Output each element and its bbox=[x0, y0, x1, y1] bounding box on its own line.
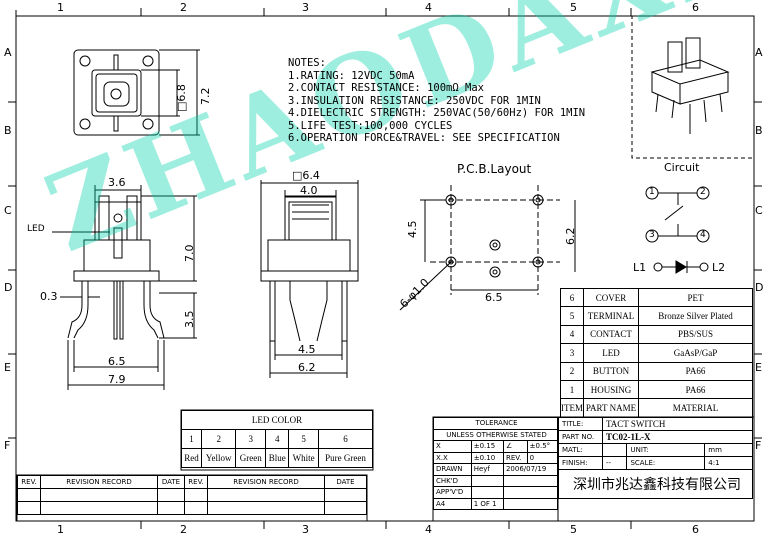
led-callout: LED bbox=[27, 224, 45, 234]
dim-top-outer: 7.2 bbox=[199, 87, 212, 106]
grid-row-c-right: C bbox=[755, 204, 763, 217]
grid-col-3-bottom: 3 bbox=[302, 523, 309, 536]
pcb-title: P.C.B.Layout bbox=[457, 162, 532, 176]
pcb-dim-v1: 4.5 bbox=[406, 220, 419, 239]
tolerance-table: TOLERANCE UNLESS OTHERWISE STATED X±0.15… bbox=[433, 417, 559, 510]
grid-row-f-right: F bbox=[755, 439, 762, 452]
note-line: 2.CONTACT RESISTANCE: 100mΩ Max bbox=[288, 82, 484, 94]
note-line: 6.OPERATION FORCE&TRAVEL: SEE SPECIFICAT… bbox=[288, 132, 560, 144]
top-view bbox=[73, 49, 200, 136]
title-block: TITLE:TACT SWITCH PART NO.TC02-1L-X MATL… bbox=[558, 417, 753, 499]
pcb-layout bbox=[399, 185, 576, 311]
circuit-pin-3: 3 bbox=[649, 230, 655, 240]
grid-row-c: C bbox=[4, 204, 12, 217]
circuit-pin-1: 1 bbox=[649, 187, 655, 197]
side-view bbox=[260, 180, 359, 378]
dim-front-width-top: 3.6 bbox=[108, 176, 126, 189]
dim-side-w2: 4.5 bbox=[298, 343, 316, 356]
dim-front-w1: 6.5 bbox=[108, 355, 126, 368]
dim-side-top: □6.4 bbox=[292, 169, 320, 182]
grid-row-e: E bbox=[4, 361, 11, 374]
dim-front-w2: 7.9 bbox=[108, 373, 126, 386]
circuit-pin-4: 4 bbox=[700, 230, 706, 240]
notes-title: NOTES: bbox=[288, 57, 326, 69]
dim-front-pin-length: 3.5 bbox=[183, 310, 196, 329]
note-line: 4.DIELECTRIC STRENGTH: 250VAC(50/60Hz) F… bbox=[288, 107, 586, 119]
dim-side-w3: 6.2 bbox=[298, 361, 316, 374]
grid-row-b-right: B bbox=[755, 124, 763, 137]
circuit-l2: L2 bbox=[712, 261, 726, 274]
front-view bbox=[52, 185, 197, 390]
grid-col-5-bottom: 5 bbox=[570, 523, 577, 536]
grid-row-d: D bbox=[4, 281, 13, 294]
note-line: 1.RATING: 12VDC 50mA bbox=[288, 69, 415, 82]
grid-col-1-bottom: 1 bbox=[57, 523, 64, 536]
circuit-diagram bbox=[645, 186, 710, 274]
grid-row-b: B bbox=[4, 124, 12, 137]
pcb-dim-v2: 6.2 bbox=[564, 227, 577, 246]
company-name: 深圳市兆达鑫科技有限公司 bbox=[558, 469, 753, 499]
dim-side-w: 4.0 bbox=[300, 184, 318, 197]
grid-col-4-bottom: 4 bbox=[425, 523, 432, 536]
note-line: 3.INSULATION RESISTANCE: 250VDC FOR 1MIN bbox=[288, 94, 541, 107]
grid-row-e-right: E bbox=[755, 361, 762, 374]
note-line: 5.LIFE TEST:100,000 CYCLES bbox=[288, 119, 453, 132]
isometric-switch bbox=[631, 15, 755, 159]
pcb-dim-h: 6.5 bbox=[485, 291, 503, 304]
grid-row-f: F bbox=[4, 439, 11, 452]
notes-block: NOTES: 1.RATING: 12VDC 50mA 2.CONTACT RE… bbox=[288, 57, 585, 145]
dim-front-height: 7.0 bbox=[183, 244, 196, 263]
circuit-l1: L1 bbox=[633, 261, 647, 274]
circuit-pin-2: 2 bbox=[700, 187, 706, 197]
grid-col-3: 3 bbox=[302, 1, 309, 14]
circuit-title: Circuit bbox=[664, 161, 700, 174]
grid-col-5: 5 bbox=[570, 1, 577, 14]
grid-col-2-bottom: 2 bbox=[180, 523, 187, 536]
grid-col-4: 4 bbox=[425, 1, 432, 14]
dim-top-inner: □6.8 bbox=[175, 84, 188, 112]
grid-col-6-bottom: 6 bbox=[692, 523, 699, 536]
grid-col-6: 6 bbox=[692, 1, 699, 14]
grid-row-a: A bbox=[4, 46, 12, 59]
grid-col-1: 1 bbox=[57, 1, 64, 14]
grid-row-d-right: D bbox=[755, 281, 764, 294]
dim-front-pin: 0.3 bbox=[40, 290, 58, 303]
led-color-title: LED COLOR bbox=[181, 410, 373, 430]
grid-row-a-right: A bbox=[755, 46, 763, 59]
grid-col-2: 2 bbox=[180, 1, 187, 14]
